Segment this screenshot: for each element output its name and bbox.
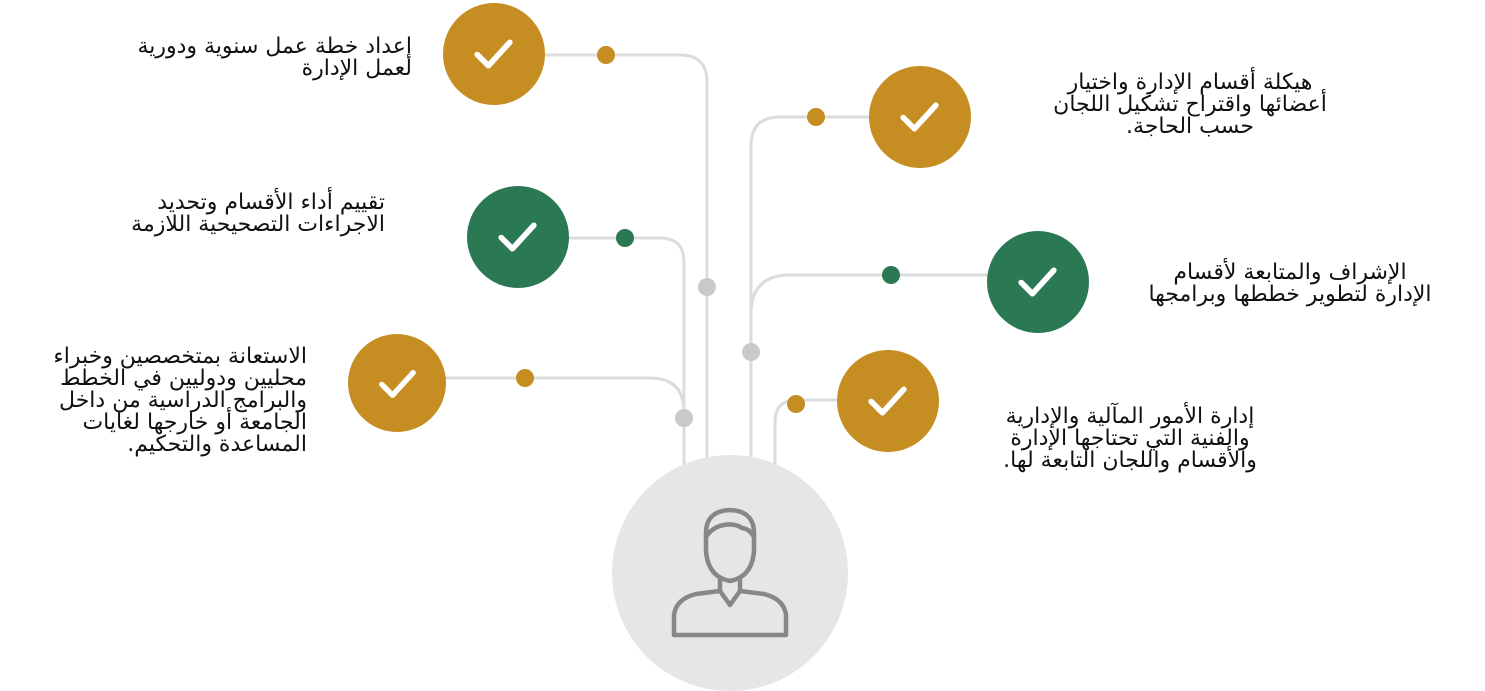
check-icon [900,102,940,133]
connector-department-structure [749,115,880,470]
label-financial-admin-affairs: إدارة الأمور المآلية والإدارية والفنية ا… [960,406,1300,472]
junction-node [742,343,760,361]
label-annual-plan: إعداد خطة عمل سنوية ودورية لعمل الإدارة [137,36,412,80]
label-line: الاجراءات التصحيحية اللازمة [131,212,385,237]
check-icon [378,369,416,398]
label-expert-consultation: الاستعانة بمتخصصين وخبراء محليين ودوليين… [53,346,307,456]
check-icon [868,386,908,417]
accent-dot-performance-evaluation [616,229,634,247]
connector-annual-plan [540,53,709,470]
check-badge-financial-admin-affairs [837,350,939,452]
check-badge-department-structure [869,66,971,168]
accent-dot-department-structure [807,108,825,126]
label-line: لعمل الإدارة [301,56,412,81]
label-line: والأقسام واللجان التابعة لها. [1003,448,1257,473]
check-badge-annual-plan [443,3,545,105]
accent-dot-expert-consultation [516,369,534,387]
connector-supervision-followup [749,273,1000,315]
check-badge-expert-consultation [348,334,446,432]
label-line: إعداد خطة عمل سنوية ودورية [137,34,412,59]
check-badge-supervision-followup [987,231,1089,333]
connector-performance-evaluation [560,236,686,470]
label-line: الجامعة أو خارجها لغايات [82,410,307,435]
check-icon [498,222,538,253]
accent-dot-financial-admin-affairs [787,395,805,413]
label-line: أعضائها واقتراح تشكيل اللجان [1053,92,1327,117]
label-line: محليين ودوليين في الخطط [60,366,307,391]
junction-node [675,409,693,427]
label-line: الإشراف والمتابعة لأقسام [1173,260,1407,285]
label-line: والبرامج الدراسية من داخل [59,388,307,413]
accent-dot-annual-plan [597,46,615,64]
label-supervision-followup: الإشراف والمتابعة لأقسام الإدارة لتطوير … [1120,262,1460,306]
label-line: تقييم أداء الأقسام وتحديد [157,190,385,215]
center-avatar [612,455,848,691]
label-line: هيكلة أقسام الإدارة واختيار [1067,70,1313,95]
label-performance-evaluation: تقييم أداء الأقسام وتحديد الاجراءات التص… [131,192,385,236]
label-line: الاستعانة بمتخصصين وخبراء [53,344,307,369]
label-department-structure: هيكلة أقسام الإدارة واختيار أعضائها واقت… [1020,72,1360,138]
connector-expert-consultation [430,376,686,413]
label-line: والفنية التي تحتاجها الإدارة [1010,426,1250,451]
accent-dot-supervision-followup [882,266,900,284]
label-line: إدارة الأمور المآلية والإدارية [1005,404,1255,429]
label-line: الإدارة لتطوير خططها وبرامجها [1148,282,1432,307]
label-line: المساعدة والتحكيم. [127,432,307,457]
label-line: حسب الحاجة. [1126,114,1254,139]
check-icon [474,39,514,70]
user-icon [671,507,789,638]
check-badge-performance-evaluation [467,186,569,288]
check-icon [1018,267,1058,298]
junction-node [698,278,716,296]
